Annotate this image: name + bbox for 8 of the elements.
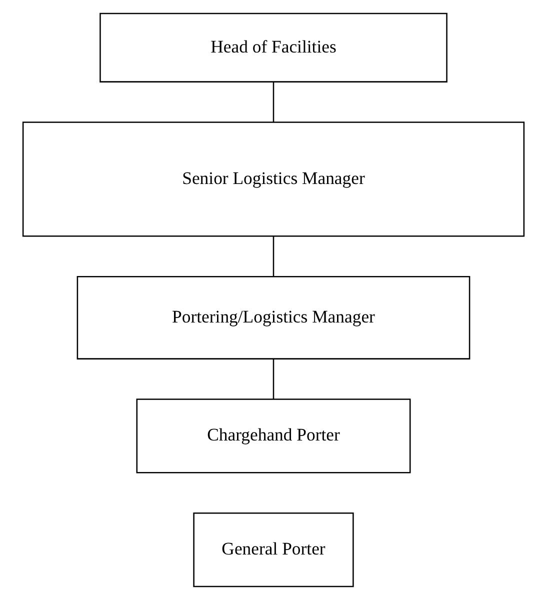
node-box: General Porter [193,512,354,588]
node-box: Senior Logistics Manager [22,122,525,237]
node-box: Head of Facilities [100,12,448,82]
connector [272,359,274,400]
connector [272,236,274,276]
node-box: Portering/Logistics Manager [76,276,470,360]
connector [272,82,274,122]
node-box: Chargehand Porter [136,398,411,474]
